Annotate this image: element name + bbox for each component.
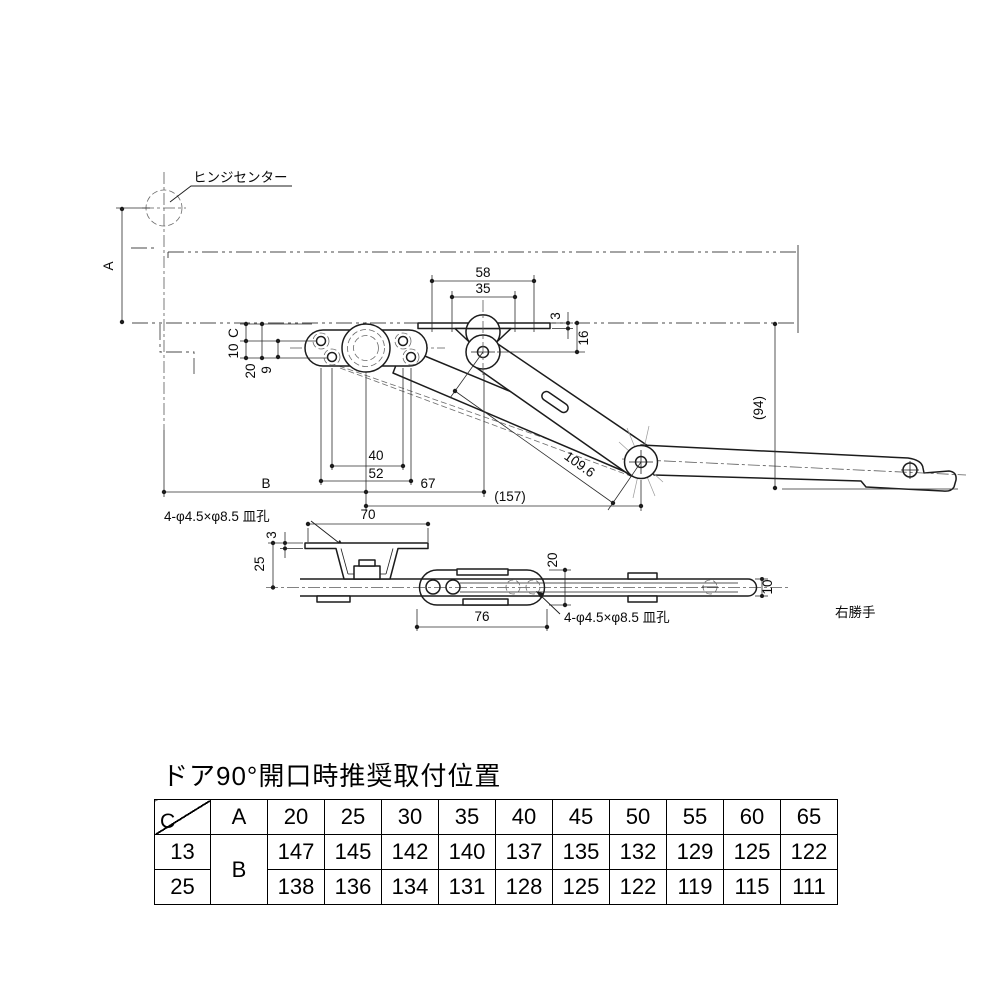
corner-cell: C	[154, 799, 211, 835]
dim-10-label: 10	[226, 343, 241, 358]
dim-10-side-label: 10	[760, 579, 775, 594]
b-value-cell: 145	[324, 834, 382, 870]
dim-b-label: B	[261, 476, 270, 491]
dim-52-label: 52	[368, 466, 383, 481]
dim-157-label: (157)	[494, 489, 526, 504]
hinge-center	[142, 172, 292, 430]
b-value-cell: 125	[552, 869, 610, 905]
dim-25-label: 25	[252, 556, 267, 571]
b-value-cell: 129	[666, 834, 724, 870]
mounting-table: C A 20 25 30 35 40 45 50 55 60 65 13 B 1…	[154, 799, 838, 905]
b-value-cell: 125	[723, 834, 781, 870]
dim-20-label: 20	[243, 363, 258, 378]
strut-slot	[541, 390, 569, 414]
a-header-cell: 60	[723, 799, 781, 835]
b-value-cell: 140	[438, 834, 496, 870]
b-value-cell: 122	[609, 869, 667, 905]
b-value-cell: 132	[609, 834, 667, 870]
b-value-cell: 138	[267, 869, 325, 905]
b-value-cell: 142	[381, 834, 439, 870]
b-value-cell: 131	[438, 869, 496, 905]
b-value-cell: 119	[666, 869, 724, 905]
dim-94-label: (94)	[751, 396, 766, 420]
b-value-cell: 147	[267, 834, 325, 870]
b-value-cell: 122	[780, 834, 838, 870]
countersunk-note-bottom: 4-φ4.5×φ8.5 皿孔	[564, 610, 670, 625]
end-link	[621, 444, 967, 492]
table-title: ドア90°開口時推奨取付位置	[162, 761, 502, 791]
dims-main-view	[161, 275, 958, 542]
corner-c-label: C	[160, 810, 176, 833]
dim-67-label: 67	[420, 476, 435, 491]
b-label-cell: B	[210, 834, 268, 905]
handing-label: 右勝手	[835, 605, 876, 620]
dim-c-label: C	[226, 328, 241, 338]
b-value-cell: 137	[495, 834, 553, 870]
a-header-cell: 40	[495, 799, 553, 835]
dims-side-view	[268, 532, 768, 631]
b-value-cell: 135	[552, 834, 610, 870]
dim-3-top-label: 3	[548, 312, 563, 320]
b-value-cell: 136	[324, 869, 382, 905]
dim-58-label: 58	[475, 265, 490, 280]
b-value-cell: 134	[381, 869, 439, 905]
a-header-cell: 30	[381, 799, 439, 835]
dim-9-label: 9	[259, 366, 274, 374]
dim-3-side-label: 3	[264, 531, 279, 539]
a-header-cell: 45	[552, 799, 610, 835]
hinge-center-label: ヒンジセンター	[193, 170, 288, 185]
dim-a-label: A	[101, 261, 116, 270]
dim-35-label: 35	[475, 281, 490, 296]
mounting-table-block: ドア90°開口時推奨取付位置 C A 20 25 30 35 40 45 50 …	[154, 756, 838, 905]
dim-40-label: 40	[368, 448, 383, 463]
a-header-cell: 65	[780, 799, 838, 835]
dim-20-side-label: 20	[545, 552, 560, 567]
countersunk-note-top: 4-φ4.5×φ8.5 皿孔	[164, 509, 270, 524]
a-header-cell: 25	[324, 799, 382, 835]
a-header-cell: 35	[438, 799, 496, 835]
mounting-plate	[304, 323, 428, 373]
dim-76-label: 76	[474, 609, 489, 624]
b-value-cell: 111	[780, 869, 838, 905]
c-value-cell: 13	[154, 834, 211, 870]
b-value-cell: 115	[723, 869, 781, 905]
a-header-cell: 55	[666, 799, 724, 835]
table-row-c13: 13 B 147 145 142 140 137 135 132 129 125…	[154, 834, 838, 905]
dim-70-label: 70	[360, 507, 375, 522]
dim-a	[116, 206, 150, 325]
a-header-cell: 50	[609, 799, 667, 835]
b-value-cell: 128	[495, 869, 553, 905]
hat-boss	[353, 565, 381, 580]
countersunk-leader-bottom	[536, 591, 561, 615]
corner-a-label: A	[210, 799, 268, 835]
dim-16-label: 16	[576, 330, 591, 345]
a-header-cell: 20	[267, 799, 325, 835]
table-header-row: C A 20 25 30 35 40 45 50 55 60 65	[154, 799, 838, 835]
table-row-c25: 25 138 136 134 131 128 125 122 119 115 1…	[154, 869, 838, 905]
c-value-cell: 25	[154, 869, 211, 905]
side-view	[266, 542, 790, 606]
